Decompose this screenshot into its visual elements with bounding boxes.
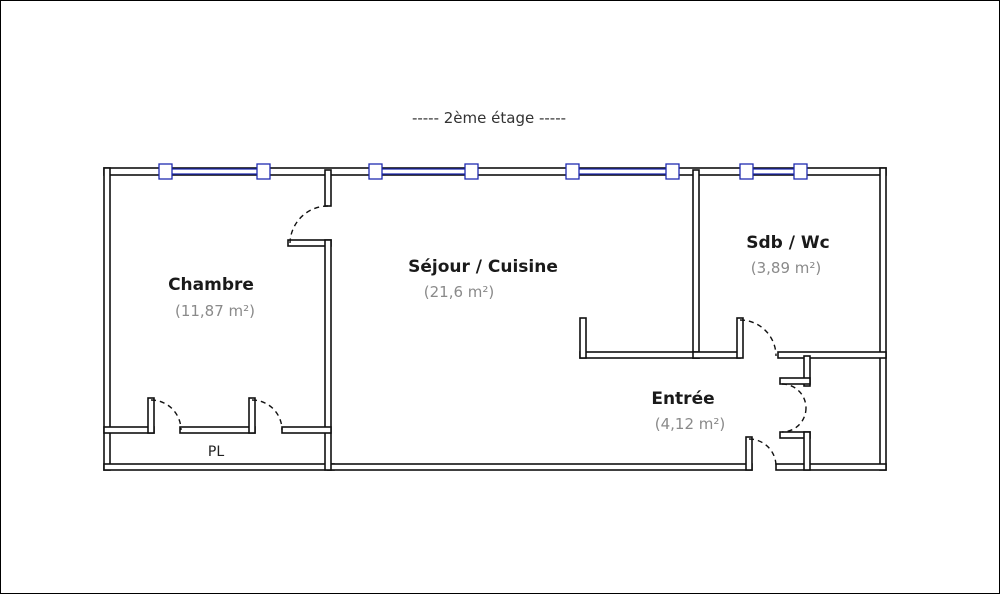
partition-sejour-horizontal [579, 351, 700, 359]
sdb-bottom-left [692, 351, 741, 359]
bottom-wall-main [327, 463, 753, 471]
right-wall [879, 167, 887, 471]
left-wall [103, 167, 111, 471]
bottom-wall-left [103, 463, 335, 471]
window-chambre [158, 163, 271, 180]
door-placard-2 [251, 399, 283, 431]
entree-partition-top [803, 355, 811, 387]
interior-walls [103, 169, 887, 471]
partition-chambre-bottom [324, 239, 332, 471]
door-entree-2 [781, 407, 807, 433]
door-entree-1 [781, 383, 807, 409]
door-swings [150, 205, 807, 467]
window-sejour-1 [368, 163, 479, 180]
window-sdb [739, 163, 808, 180]
windows [158, 163, 808, 180]
entree-stub-top [779, 377, 811, 385]
room-name-sejour: Séjour / Cuisine [408, 257, 558, 277]
bottom-wall-right [775, 463, 887, 471]
sdb-bottom-right [777, 351, 887, 359]
room-area-chambre: (11,87 m²) [175, 302, 255, 320]
exterior-walls [103, 167, 887, 471]
placard-wall-left [103, 426, 155, 434]
door-sdb [739, 319, 777, 357]
floor-title: ----- 2ème étage ----- [412, 109, 566, 127]
entrance-door-jamb [745, 436, 753, 471]
room-name-chambre: Chambre [168, 275, 254, 295]
window-sejour-2 [565, 163, 680, 180]
partition-sejour-stub [579, 317, 587, 359]
entree-partition-bottom [803, 431, 811, 471]
placard-wall-right [281, 426, 332, 434]
door-entrance [748, 438, 777, 467]
room-name-sdb: Sdb / Wc [746, 233, 829, 253]
room-area-sejour: (21,6 m²) [424, 283, 495, 301]
room-area-entree: (4,12 m²) [655, 415, 726, 433]
placard-jamb-1 [147, 397, 155, 434]
door-chambre [289, 205, 329, 244]
room-area-sdb: (3,89 m²) [751, 259, 822, 277]
room-name-placard: PL [208, 444, 224, 460]
placard-wall-mid [179, 426, 256, 434]
partition-sdb-vertical [692, 169, 700, 359]
placard-jamb-2 [248, 397, 256, 434]
door-placard-1 [150, 399, 182, 431]
room-name-entree: Entrée [651, 389, 714, 409]
partition-chambre-top [324, 169, 332, 207]
sdb-door-jamb [736, 317, 744, 359]
